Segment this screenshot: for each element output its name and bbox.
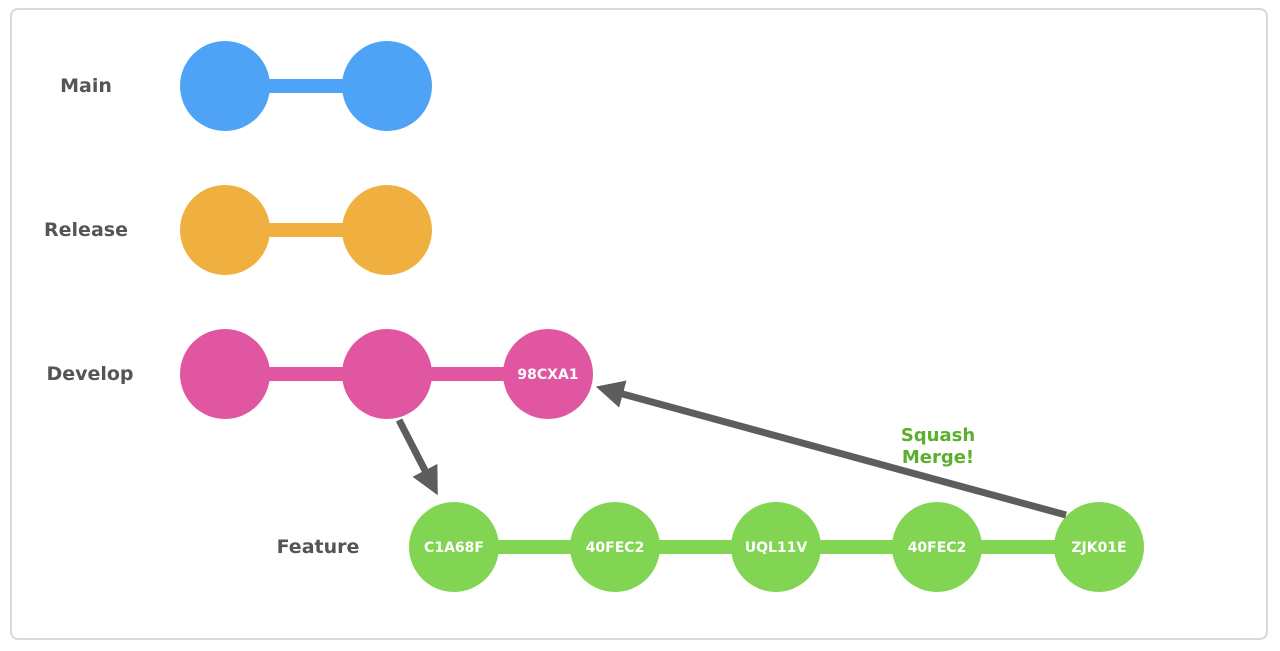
branch-off-arrow xyxy=(395,418,438,496)
release-commit-1 xyxy=(180,185,270,275)
branch-label-release: Release xyxy=(44,219,128,241)
feature-commit-2-label: 40FEC2 xyxy=(586,540,645,556)
feature-commit-5-label: ZJK01E xyxy=(1071,540,1126,556)
branch-label-main: Main xyxy=(60,75,112,97)
squash-merge-arrow xyxy=(595,380,1067,519)
feature-commit-2 xyxy=(570,502,660,592)
feature-commit-5 xyxy=(1054,502,1144,592)
develop-commit-1 xyxy=(180,329,270,419)
develop-commit-2 xyxy=(342,329,432,419)
develop-commit-3-label: 98CXA1 xyxy=(517,367,578,383)
feature-commit-4 xyxy=(892,502,982,592)
feature-commit-3 xyxy=(731,502,821,592)
develop-branch: 98CXA1 xyxy=(180,329,593,419)
main-commit-1 xyxy=(180,41,270,131)
release-branch xyxy=(180,185,432,275)
squash-merge-annotation-line2: Merge! xyxy=(902,447,974,468)
feature-commit-1 xyxy=(409,502,499,592)
feature-commit-4-label: 40FEC2 xyxy=(908,540,967,556)
branch-label-feature: Feature xyxy=(277,536,360,558)
feature-commit-3-label: UQL11V xyxy=(745,540,808,556)
feature-commit-1-label: C1A68F xyxy=(424,540,484,556)
squash-merge-annotation-line1: Squash xyxy=(901,425,975,446)
develop-commit-3 xyxy=(503,329,593,419)
release-commit-2 xyxy=(342,185,432,275)
branch-label-develop: Develop xyxy=(46,363,133,385)
feature-branch: C1A68F 40FEC2 UQL11V 40FEC2 ZJK01E xyxy=(409,502,1144,592)
main-commit-2 xyxy=(342,41,432,131)
main-branch xyxy=(180,41,432,131)
